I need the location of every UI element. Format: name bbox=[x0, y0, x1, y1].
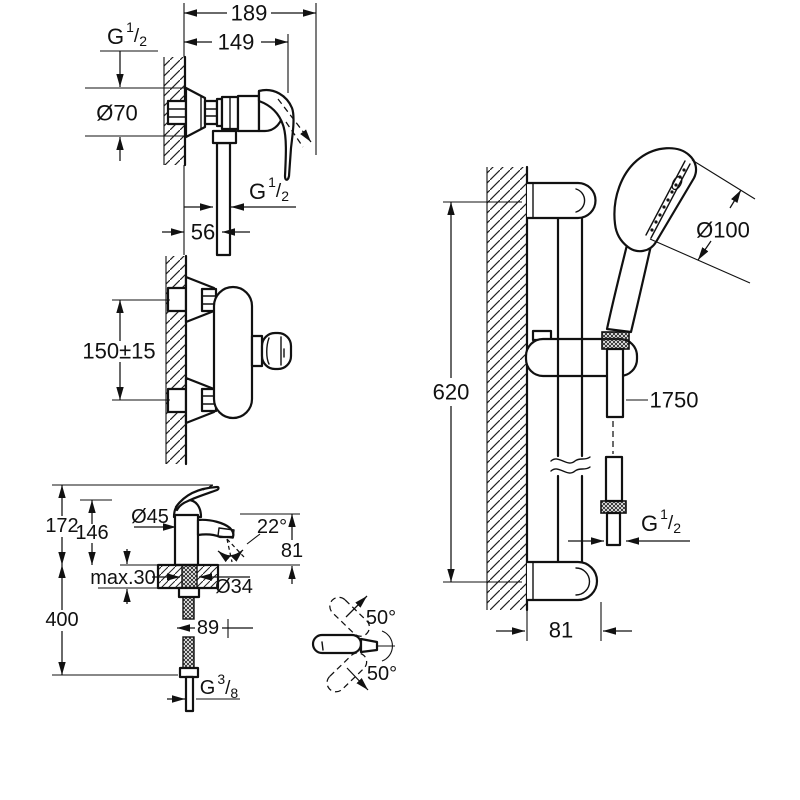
swivel-arc bbox=[381, 630, 393, 662]
spout-angle-arc-left bbox=[217, 550, 232, 563]
lever-swing-dashed bbox=[277, 98, 312, 143]
top-wall-fitting bbox=[166, 286, 188, 313]
dim-aerator-height: 81 bbox=[281, 540, 303, 562]
dim-height-to-aerator: 146 bbox=[75, 522, 108, 544]
supply-pipe-end bbox=[184, 675, 195, 713]
dim-bracket-depth: 81 bbox=[549, 618, 573, 643]
handle-tick bbox=[321, 641, 324, 651]
dim-head-diameter: Ø100 bbox=[696, 218, 750, 243]
dim-rail-length: 620 bbox=[433, 380, 470, 405]
hose-nut-upper bbox=[601, 331, 630, 350]
dim-hole-diameter: Ø34 bbox=[215, 576, 253, 598]
hand-shower-grip bbox=[605, 239, 654, 334]
threaded-shank bbox=[181, 564, 198, 589]
top-bracket-details bbox=[532, 182, 586, 219]
basin-body bbox=[173, 513, 200, 567]
lever-handle bbox=[257, 88, 295, 181]
dim-depth-to-lever: 149 bbox=[218, 30, 255, 55]
mixer-body bbox=[236, 94, 261, 133]
flex-hose-lower bbox=[182, 636, 195, 669]
dim-100-lower-arrow bbox=[697, 240, 712, 261]
bottom-bracket-details bbox=[532, 561, 591, 601]
dim-height-total: 172 bbox=[45, 515, 78, 537]
bottom-bracket bbox=[525, 560, 599, 602]
outlet-pipe bbox=[215, 141, 232, 257]
shower-hose-upper bbox=[605, 347, 625, 419]
dim-spout-angle: 22° bbox=[257, 516, 287, 538]
hose-nut-lower bbox=[600, 500, 627, 514]
dim-depth-total: 189 bbox=[231, 1, 268, 26]
hose-nut bbox=[178, 666, 200, 679]
spray-nozzles bbox=[650, 168, 686, 232]
dim-swivel-down: 50° bbox=[367, 663, 397, 685]
dim-hose-length: 1750 bbox=[650, 388, 699, 413]
lever-knob-details bbox=[266, 336, 285, 366]
handle-body bbox=[311, 633, 363, 655]
hose-end-fitting bbox=[605, 511, 622, 547]
spout-angle-dashed bbox=[226, 538, 245, 563]
handle-down-position bbox=[329, 596, 371, 637]
swivel-arrow-up bbox=[345, 595, 368, 618]
extension-lines-620 bbox=[443, 201, 522, 583]
dim-22-leader bbox=[246, 533, 261, 545]
lever-knob bbox=[260, 331, 293, 371]
dim-100-upper-arrow bbox=[729, 189, 742, 209]
extension-lines-81 bbox=[526, 602, 602, 641]
handle-swivel-detail: 50° 50° bbox=[311, 595, 397, 693]
dim-body-diameter: Ø45 bbox=[131, 506, 169, 528]
spout-angle-arc-right bbox=[229, 549, 244, 562]
dim-deck-thickness: max.30 bbox=[90, 567, 156, 589]
extension-lines-100 bbox=[649, 159, 756, 284]
wall-union-facets bbox=[167, 108, 187, 118]
hex-nut-facets bbox=[204, 108, 218, 117]
lever-neck bbox=[250, 334, 264, 368]
lever-swing-dashed-2 bbox=[285, 121, 304, 148]
flex-hose-upper bbox=[182, 596, 195, 620]
dim-outlet-offset: 56 bbox=[191, 220, 215, 245]
mounting-nut bbox=[177, 586, 201, 599]
handle-tip bbox=[359, 637, 379, 654]
rail-break-symbol bbox=[550, 456, 591, 474]
extension-lines bbox=[52, 484, 300, 676]
handle-dashed-up bbox=[326, 652, 368, 693]
shower-head-face bbox=[645, 160, 691, 239]
hex-nut bbox=[203, 99, 219, 126]
wall-hatch bbox=[487, 167, 527, 610]
shower-hose-lower bbox=[604, 455, 624, 503]
dim-hose-offset: 89 bbox=[197, 617, 219, 639]
swivel-arrow-down bbox=[346, 667, 369, 691]
extension-lines bbox=[85, 3, 317, 255]
mixer-body-front bbox=[212, 285, 254, 420]
shower-rail bbox=[556, 216, 584, 564]
rail-through-slider bbox=[556, 337, 584, 378]
escutcheon-cone bbox=[184, 86, 207, 139]
wall-union-fitting bbox=[166, 99, 188, 126]
dim-swivel-up: 50° bbox=[366, 607, 396, 629]
shower-head bbox=[613, 147, 698, 253]
lever-dashed bbox=[202, 483, 216, 491]
top-bracket bbox=[525, 181, 597, 220]
dim-escutcheon-diameter: Ø70 bbox=[96, 101, 138, 126]
aerator bbox=[217, 527, 235, 539]
dim-connection-distance: 150±15 bbox=[82, 339, 155, 364]
bottom-wall-fitting bbox=[166, 387, 188, 414]
handle-dashed-down bbox=[329, 596, 371, 637]
dim-supply-length: 400 bbox=[45, 609, 78, 631]
shower-mixer-front-view: 150±15 bbox=[82, 254, 293, 466]
outlet-flange bbox=[211, 129, 238, 145]
handle-up-position bbox=[326, 652, 368, 693]
